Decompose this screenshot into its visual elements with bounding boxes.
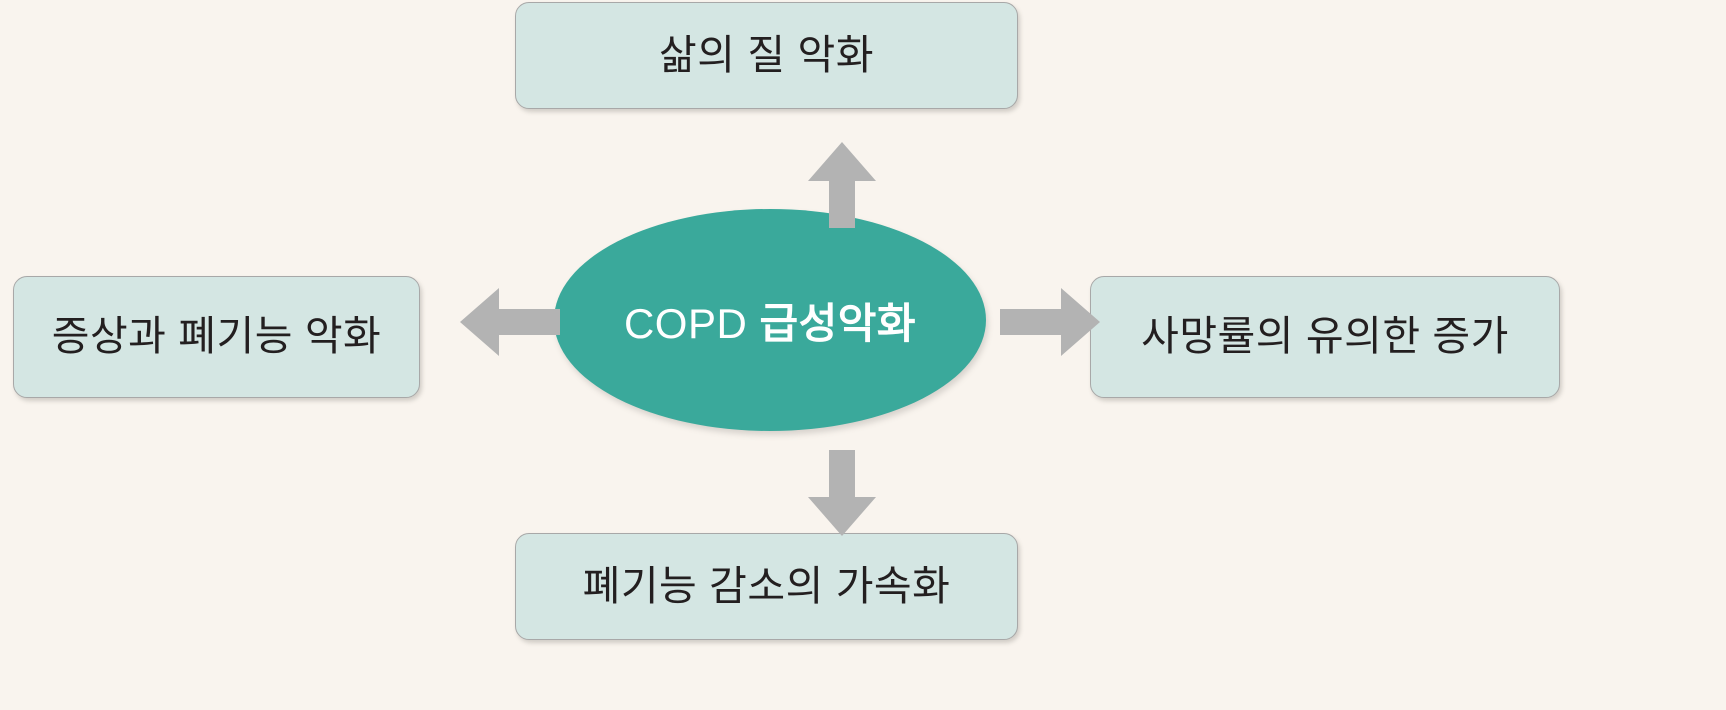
outcome-label-left: 증상과 폐기능 악화 <box>51 313 382 360</box>
outcome-label-top: 삶의 질 악화 <box>659 31 874 78</box>
outcome-label-right: 사망률의 유의한 증가 <box>1141 313 1509 360</box>
center-ellipse-node[interactable]: COPD 급성악화 <box>554 209 986 431</box>
center-node-label: COPD 급성악화 <box>624 290 916 351</box>
outcome-box-bottom[interactable]: 폐기능 감소의 가속화 <box>515 533 1018 640</box>
outcome-box-top[interactable]: 삶의 질 악화 <box>515 2 1018 109</box>
outcome-label-bottom: 폐기능 감소의 가속화 <box>582 562 951 609</box>
center-node-label-bold: 급성악화 <box>759 299 917 347</box>
arrow-up-icon <box>808 142 876 228</box>
outcome-box-left[interactable]: 증상과 폐기능 악화 <box>13 276 420 398</box>
arrow-left-icon <box>460 288 560 356</box>
arrow-right-icon <box>1000 288 1100 356</box>
outcome-box-right[interactable]: 사망률의 유의한 증가 <box>1090 276 1560 398</box>
arrow-down-icon <box>808 450 876 536</box>
center-node-label-plain: COPD <box>623 299 760 347</box>
